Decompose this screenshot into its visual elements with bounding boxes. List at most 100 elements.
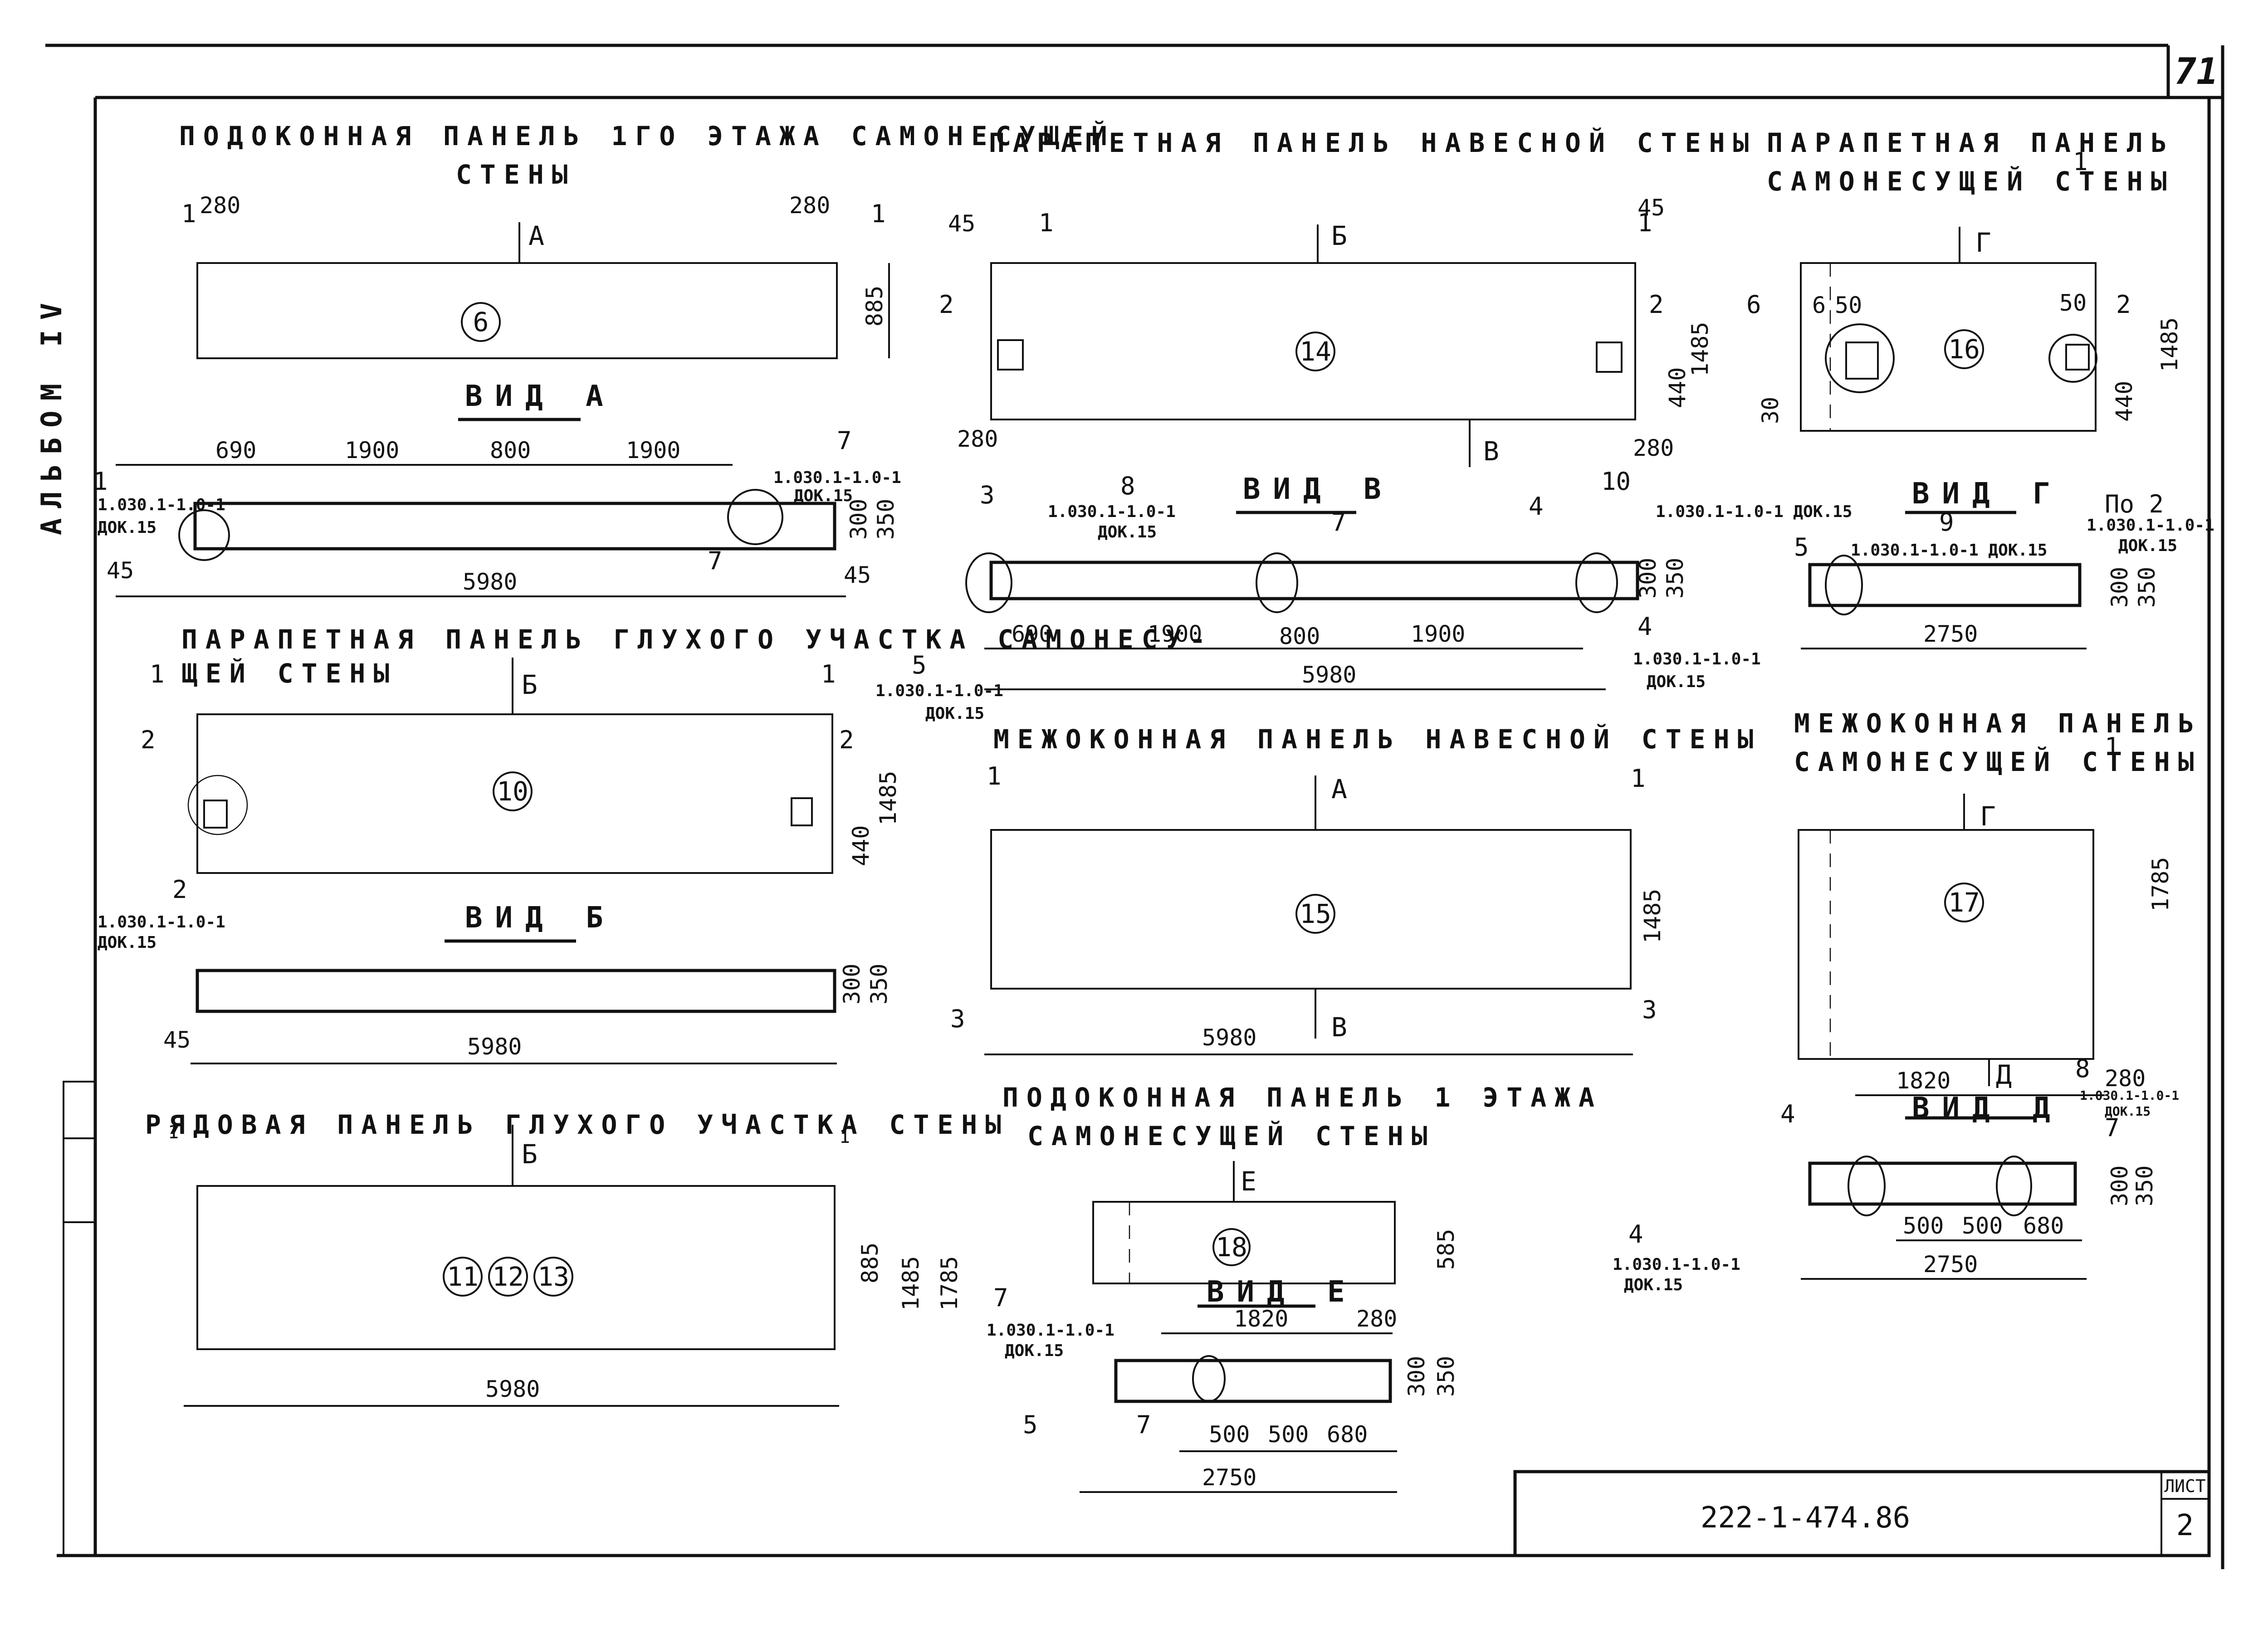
view-v-ref-5-1: 1.030.1-1.0-1	[875, 682, 1003, 700]
panel-16-group: ПАРАПЕТНАЯ ПАНЕЛЬ САМОНЕСУЩЕЙ СТЕНЫ Г 16…	[1601, 127, 2214, 555]
view-g-title: ВИД Г	[1912, 477, 2063, 511]
panel-10-mark: 10	[497, 776, 528, 807]
panel-15-title: МЕЖОКОННАЯ ПАНЕЛЬ НАВЕСНОЙ СТЕНЫ	[993, 723, 1761, 755]
panel-11-dim-1785: 1785	[936, 1256, 963, 1311]
view-b-title: ВИД Б	[465, 901, 616, 935]
view-b-dim-350: 350	[866, 964, 892, 1005]
view-d-dim-350: 350	[2131, 1166, 2158, 1206]
view-v-ref-8-1: 1.030.1-1.0-1	[1048, 502, 1176, 521]
view-g-section	[1808, 563, 2082, 607]
panel-17-dim-1785: 1785	[2147, 857, 2174, 912]
view-d-detail-left	[1848, 1156, 1886, 1216]
arrow-b-label: Б	[522, 669, 538, 700]
view-v-detail-right	[1575, 552, 1618, 613]
view-d-detail-right	[1996, 1156, 2032, 1216]
view-e-detail	[1192, 1355, 1226, 1402]
panel-17-outline	[1798, 829, 2094, 1060]
view-a-detail-left	[178, 509, 230, 561]
panel-14-dim-280-right: 280	[1633, 435, 1674, 461]
panel-11-mark-circle	[443, 1257, 483, 1297]
dim-280-right: 280	[789, 192, 830, 219]
view-v-dim-690: 690	[1012, 621, 1052, 647]
panel-17-title-line2: САМОНЕСУЩЕЙ СТЕНЫ	[1794, 746, 2202, 777]
panel-14-mark-circle	[1295, 332, 1335, 371]
panel-13-mark: 13	[538, 1261, 569, 1292]
album-label: АЛЬБОМ IV	[35, 293, 68, 535]
view-a-dim-800: 800	[490, 437, 531, 463]
view-v-callout-7: 7	[1331, 508, 1346, 537]
view-e-dim-350: 350	[1433, 1356, 1459, 1397]
panel-16-dim-30: 30	[1757, 397, 1784, 424]
view-d-callout-4b: 4	[1628, 1220, 1643, 1249]
view-d-ref-4-1: 1.030.1-1.0-1	[1613, 1255, 1740, 1274]
view-a-dim-300: 300	[846, 499, 872, 540]
panel-16-ref-2-1: 1.030.1-1.0-1	[2087, 516, 2214, 535]
view-a-title: ВИД А	[465, 380, 616, 413]
panel-16-outline	[1800, 262, 2097, 432]
panel-16-dim-440: 440	[2111, 381, 2137, 422]
arrow-a2-label: А	[1331, 774, 1347, 805]
panel-10-ref-1: 1.030.1-1.0-1	[98, 913, 225, 932]
view-v-ref-5-2: ДОК.15	[925, 704, 984, 723]
title-block	[1513, 1470, 2211, 1557]
view-d-group: ВИД Д 4 8 7 1.030.1-1.0-1 ДОК.15 4 1.030…	[1613, 1054, 2179, 1294]
sheet-number: 2	[2176, 1509, 2194, 1542]
panel-6-title-line2: СТЕНЫ	[456, 159, 576, 190]
view-g-group: ВИД Г 9 5 1.030.1-1.0-1 ДОК.15 300 350 2…	[1794, 477, 2160, 649]
panel-14-callout-1b: 1	[1637, 209, 1652, 237]
view-d-dim-2750: 2750	[1923, 1251, 1978, 1278]
view-e-dim-2750: 2750	[1202, 1464, 1256, 1491]
view-e-callout-7a: 7	[993, 1283, 1008, 1312]
panel-14-outline	[990, 262, 1636, 420]
view-e-section	[1114, 1359, 1392, 1403]
view-d-dim-500b: 500	[1962, 1213, 2003, 1239]
panel-16-dim-1485: 1485	[2156, 317, 2183, 372]
view-v-dim-800: 800	[1279, 623, 1320, 649]
view-v-dim-1900a: 1900	[1148, 621, 1202, 647]
view-d-ref-4-2: ДОК.15	[1624, 1276, 1683, 1294]
panel-6-outline	[196, 262, 838, 359]
view-d-callout-4a: 4	[1780, 1100, 1795, 1128]
panel-18-outline	[1092, 1201, 1396, 1284]
view-a-callout-7-bottom: 7	[708, 546, 723, 575]
view-a-dim-1900a: 1900	[345, 437, 399, 463]
panel-18-mark: 18	[1216, 1232, 1247, 1263]
panel-14-dim-1485: 1485	[1687, 322, 1713, 376]
view-e-dim-1820: 1820	[1234, 1306, 1288, 1332]
view-a-detail-right	[727, 489, 783, 545]
sheet-label: ЛИСТ	[2164, 1476, 2206, 1496]
panel-10-group: ПАРАПЕТНАЯ ПАНЕЛЬ ГЛУХОГО УЧАСТКА САМОНЕ…	[98, 624, 1206, 952]
view-e-dim-280: 280	[1356, 1306, 1397, 1332]
view-d-dim-500a: 500	[1903, 1213, 1944, 1239]
view-e-ref-1: 1.030.1-1.0-1	[987, 1321, 1114, 1340]
view-v-section	[989, 561, 1639, 600]
view-v-callout-3: 3	[980, 481, 995, 509]
view-v-callout-5: 5	[912, 651, 927, 679]
view-a-dim-5980: 5980	[463, 569, 517, 595]
panel-12-mark-circle	[488, 1257, 528, 1297]
panel-14-callout-2a: 2	[939, 290, 954, 319]
title-block-frame	[1513, 1470, 2211, 1557]
view-v-ref-4-2: ДОК.15	[1647, 673, 1706, 691]
view-v-group: ВИД В 3 8 7 4 4 5 1.030.1-1.0-1 ДОК.15 1…	[875, 472, 1761, 723]
view-a-ref-left-2: ДОК.15	[98, 518, 156, 537]
arrow-g2-label: Г	[1980, 801, 1996, 832]
panel-11-callout-1a: 1	[168, 1122, 179, 1143]
dim-280-left: 280	[200, 192, 240, 219]
panel-12-mark: 12	[492, 1261, 524, 1292]
view-b-off-45: 45	[163, 1027, 191, 1053]
panel-6-mark: 6	[473, 307, 489, 337]
panel-17-dim-1820: 1820	[1896, 1068, 1950, 1094]
panel-11-group: РЯДОВАЯ ПАНЕЛЬ ГЛУХОГО УЧАСТКА СТЕНЫ Б 1…	[145, 1109, 1001, 1407]
view-e-dim-680: 680	[1327, 1421, 1368, 1448]
panel-15-callout-1a: 1	[987, 762, 1002, 790]
panel-14-dim-440: 440	[1664, 367, 1691, 408]
view-e-dim-500a: 500	[1209, 1421, 1250, 1448]
arrow-a-label: А	[528, 220, 544, 251]
panel-15-mark: 15	[1300, 898, 1331, 929]
panel-10-title-line2: ЩЕЙ СТЕНЫ	[181, 658, 397, 689]
view-v-callout-8: 8	[1120, 472, 1135, 500]
view-g-dim-2750: 2750	[1923, 621, 1978, 647]
page-number: 71	[2175, 50, 2218, 93]
